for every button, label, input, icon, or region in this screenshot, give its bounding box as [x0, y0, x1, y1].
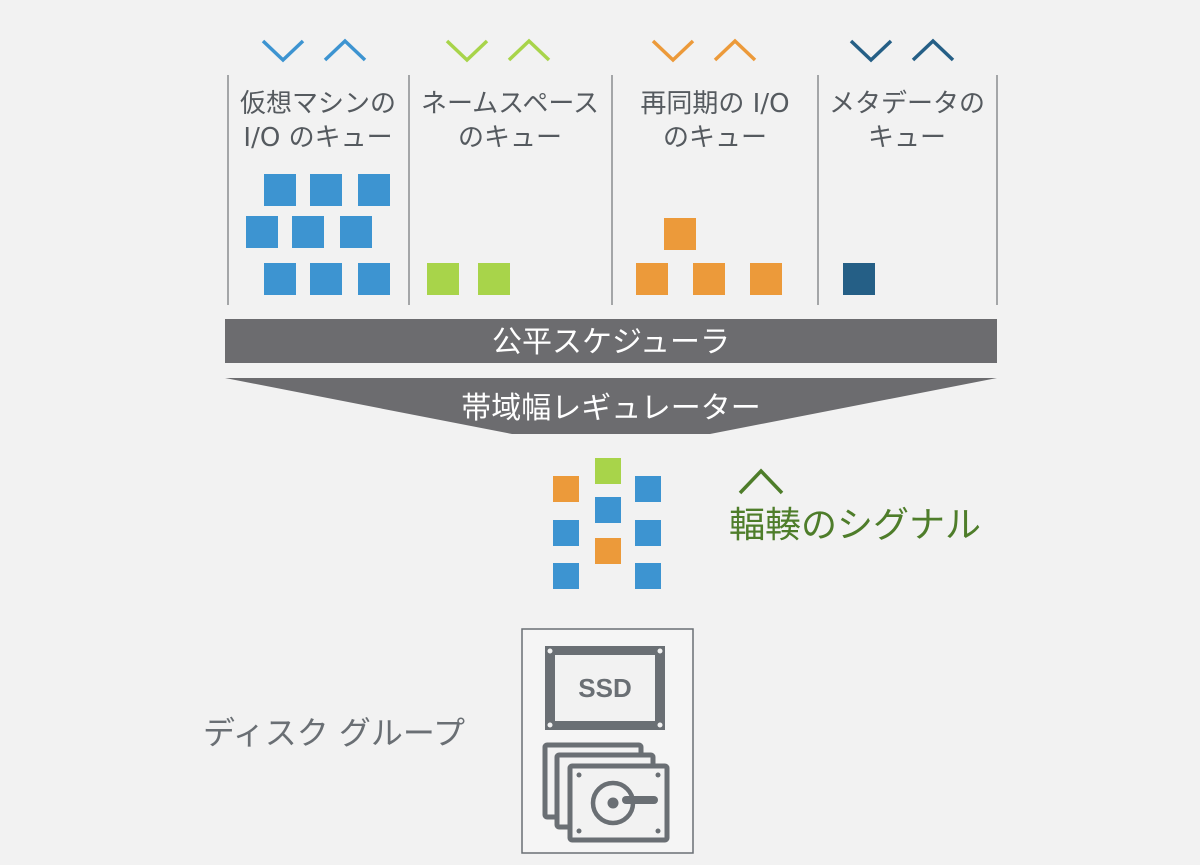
resync-queue-label-line1: 再同期の I/O: [640, 89, 789, 119]
vm-io-block: [553, 563, 579, 589]
vm-io-block: [635, 476, 661, 502]
hdd-screw: [655, 828, 661, 834]
namespace-queue-label-line2: のキュー: [458, 123, 562, 153]
vm-io-queue-items: [246, 174, 390, 295]
io-block: [478, 263, 510, 295]
chevron-up-icon: [507, 38, 551, 62]
metadata-queue-items: [843, 263, 875, 295]
io-block: [292, 216, 324, 248]
bandwidth-regulator-funnel: [225, 378, 997, 434]
fair-scheduler-label: 公平スケジューラ: [492, 325, 730, 360]
io-block: [358, 174, 390, 206]
namespace-io-block: [595, 458, 621, 484]
io-block: [264, 174, 296, 206]
hdd-screw: [576, 828, 582, 834]
vm-io-chevron-icons: [261, 38, 367, 63]
io-block: [750, 263, 782, 295]
hdd-screw: [655, 772, 661, 778]
io-block: [264, 263, 296, 295]
hdd-arm: [622, 796, 658, 804]
scheduled-io-output: [553, 458, 661, 589]
io-block: [636, 263, 668, 295]
queue-dividers: [227, 75, 998, 305]
metadata-queue-label-line2: キュー: [868, 123, 946, 153]
namespace-queue-label-line1: ネームスペース: [421, 89, 599, 119]
resync-queue-label-line2: のキュー: [663, 123, 767, 153]
ssd-screw: [547, 722, 553, 728]
bandwidth-regulator-label: 帯域幅レギュレーター: [461, 391, 760, 426]
chevron-down-icon: [651, 39, 695, 63]
ssd-inner-panel: [555, 655, 655, 721]
chevron-up-icon: [911, 38, 955, 62]
queue-chevrons: [261, 38, 955, 63]
chevron-up-icon: [713, 38, 757, 62]
resync-io-block: [595, 538, 621, 564]
io-block: [843, 263, 875, 295]
namespace-chevron-icons: [445, 38, 551, 63]
ssd-icon: SSD: [545, 646, 665, 730]
vm-io-block: [635, 520, 661, 546]
metadata-chevron-icons: [849, 38, 955, 63]
ssd-screw: [657, 722, 663, 728]
resync-queue-items: [636, 218, 782, 295]
fair-scheduler-bar: [225, 319, 997, 363]
vm-io-block: [635, 563, 661, 589]
disk-group-label: ディスク グループ: [203, 714, 465, 752]
resync-io-block: [553, 476, 579, 502]
namespace-queue-items: [427, 263, 510, 295]
vm-io-queue-label-line2: I/O のキュー: [243, 123, 392, 153]
resync-chevron-icons: [651, 38, 757, 63]
ssd-screw: [657, 648, 663, 654]
ssd-screw: [547, 648, 553, 654]
io-block: [340, 216, 372, 248]
hdd-screw: [576, 772, 582, 778]
vm-io-queue-label-line1: 仮想マシンの: [240, 89, 396, 119]
congestion-chevron-up-icon: [738, 468, 784, 495]
metadata-queue-label-line1: メタデータの: [829, 89, 985, 119]
hdd-spindle: [607, 797, 619, 809]
io-block: [310, 263, 342, 295]
chevron-down-icon: [849, 39, 893, 63]
chevron-up-icon: [323, 38, 367, 62]
io-block: [246, 216, 278, 248]
chevron-down-icon: [261, 39, 305, 63]
queue-labels: 仮想マシンの I/O のキュー ネームスペース のキュー 再同期の I/O のキ…: [240, 89, 985, 153]
io-block: [427, 263, 459, 295]
vm-io-block: [595, 497, 621, 523]
chevron-down-icon: [445, 39, 489, 63]
io-block: [693, 263, 725, 295]
io-block: [664, 218, 696, 250]
ssd-label: SSD: [578, 673, 631, 703]
io-block: [358, 263, 390, 295]
vm-io-block: [553, 520, 579, 546]
congestion-signal-label: 輻輳のシグナル: [729, 505, 981, 546]
io-block: [310, 174, 342, 206]
hdd-stack-icon: [542, 742, 670, 843]
